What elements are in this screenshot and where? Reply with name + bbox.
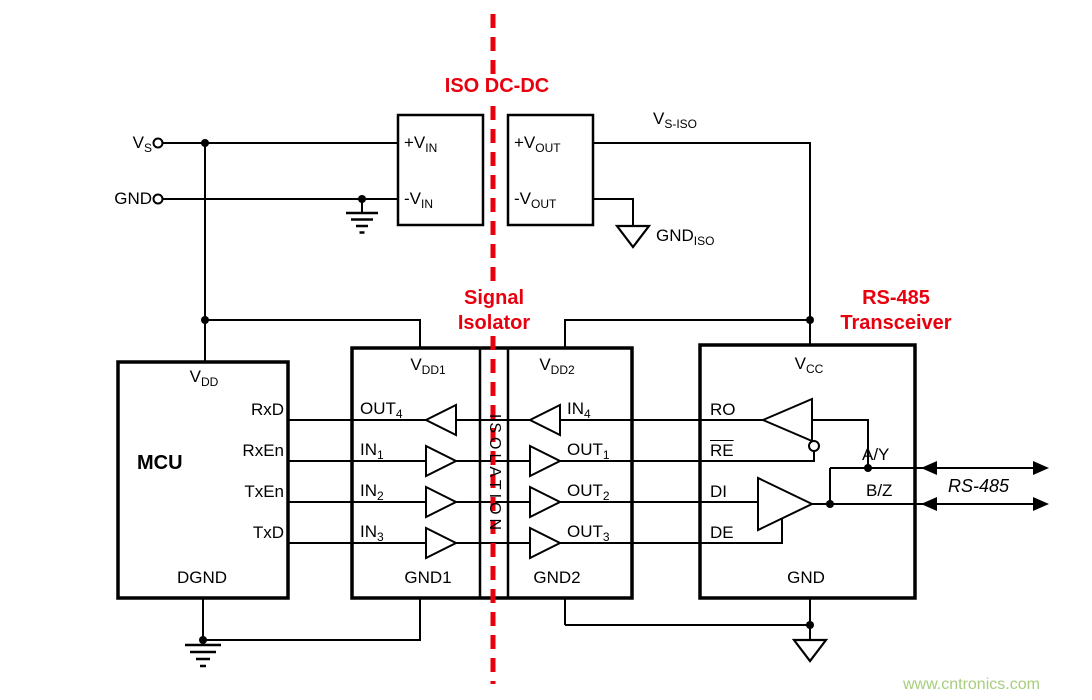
earth-ground-symbol-mcu	[185, 643, 221, 668]
isolator-vdd1-label: VDD1	[410, 355, 446, 377]
isolator-pin-out1: OUT1	[567, 440, 610, 462]
mcu-pin-txen: TxEn	[244, 482, 284, 501]
isolator-pin-in4: IN4	[567, 399, 591, 421]
dcdc-plus-vin-label: +VIN	[404, 133, 438, 155]
transceiver-pin-ro: RO	[710, 400, 736, 419]
iso-dcdc-title: ISO DC-DC	[439, 74, 555, 99]
buffer-icon-out2	[529, 485, 563, 519]
buffer-icon-out1	[529, 444, 563, 478]
isolator-pin-out4: OUT4	[360, 399, 403, 421]
isolator-pin-out3: OUT3	[567, 522, 610, 544]
wires	[162, 142, 1036, 645]
isolator-pin-in2: IN2	[360, 481, 384, 503]
mcu-block	[116, 360, 290, 600]
transceiver-pin-re: RE	[710, 441, 734, 460]
buffer-icon-in2	[425, 485, 459, 519]
receiver-icon	[760, 397, 813, 443]
isolation-strip-lines	[478, 348, 510, 598]
mcu-name-label: MCU	[137, 452, 183, 474]
triangle-ground-symbol-gndiso	[614, 224, 652, 249]
isolation-barrier-label: ISOLATION	[485, 413, 503, 535]
rs485-bus-label: RS-485	[948, 476, 1010, 496]
mcu-pin-rxd: RxD	[250, 400, 284, 419]
bus-ay-label: A/Y	[862, 445, 890, 464]
mcu-pin-rxen: RxEn	[242, 441, 284, 460]
transceiver-vcc-label: VCC	[794, 354, 824, 376]
isolator-vdd2-label: VDD2	[539, 355, 575, 377]
transceiver-gnd-label: GND	[787, 568, 825, 587]
bus-bz-label: B/Z	[866, 481, 893, 500]
buffer-icon-out4	[423, 403, 457, 437]
receiver-enable-bubble-icon	[808, 440, 820, 452]
isolator-gnd1-label: GND1	[404, 568, 452, 587]
buffer-icon-in3	[425, 526, 459, 560]
dcdc-minus-vin-label: -VIN	[404, 189, 433, 211]
arrow-left-ay-icon	[921, 461, 937, 475]
isolator-gnd2-label: GND2	[533, 568, 581, 587]
arrow-right-ay-icon	[1033, 461, 1049, 475]
iso-ground-symbols	[614, 224, 829, 663]
transceiver-pin-di: DI	[710, 482, 727, 501]
transceiver-gates	[757, 397, 820, 532]
rs485-transceiver-title: RS-485 Transceiver	[840, 287, 952, 334]
vs-label: VS	[132, 133, 152, 155]
isolator-pin-out2: OUT2	[567, 481, 610, 503]
mcu-pin-txd: TxD	[252, 523, 284, 542]
isolator-pin-in1: IN1	[360, 440, 384, 462]
buffer-icon-out3	[529, 526, 563, 560]
watermark: www.cntronics.com	[903, 676, 1040, 693]
isolator-pin-in3: IN3	[360, 522, 384, 544]
buffer-icon-in1	[425, 444, 459, 478]
dcdc-minus-vout-label: -VOUT	[514, 189, 557, 211]
bus-arrowheads	[921, 461, 1049, 511]
transceiver-block	[698, 343, 917, 600]
buffer-icons	[423, 403, 563, 560]
triangle-ground-symbol-transceiver	[791, 638, 829, 663]
input-terminals	[152, 137, 164, 205]
dcdc-output-block	[506, 113, 595, 227]
vs-iso-label: VS-ISO	[653, 109, 698, 131]
buffer-icon-in4	[527, 403, 561, 437]
gnd-iso-label: GNDISO	[656, 226, 715, 248]
gnd-label: GND	[114, 189, 152, 208]
junction-dots	[199, 139, 872, 644]
arrow-right-bz-icon	[1033, 497, 1049, 511]
signal-isolator-title: Signal Isolator	[452, 286, 536, 336]
arrow-left-bz-icon	[921, 497, 937, 511]
driver-icon	[757, 476, 815, 532]
gnd-terminal-icon	[152, 193, 164, 205]
transceiver-pin-de: DE	[710, 523, 734, 542]
dcdc-input-block	[396, 113, 485, 227]
mcu-vdd-label: VDD	[189, 367, 219, 389]
dcdc-plus-vout-label: +VOUT	[514, 133, 561, 155]
earth-ground-symbol-dcdc	[346, 211, 378, 234]
vs-terminal-icon	[152, 137, 164, 149]
mcu-dgnd-label: DGND	[176, 568, 228, 587]
